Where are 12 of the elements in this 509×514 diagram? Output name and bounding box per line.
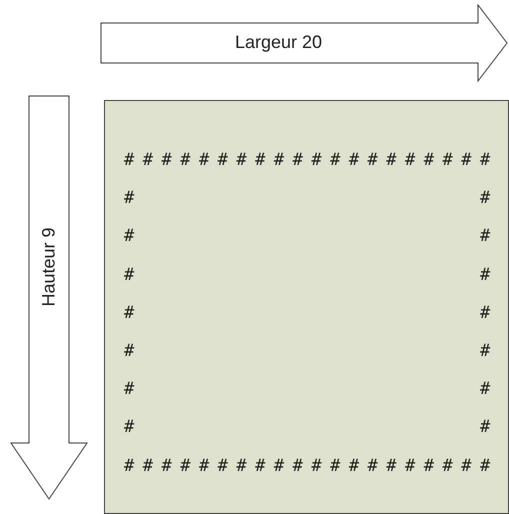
panel: [104, 100, 509, 514]
hash-row-text: # #: [124, 378, 499, 402]
dimension-label: Largeur 20: [235, 32, 322, 53]
hash-row-text: # #: [124, 340, 499, 364]
hash-row-text: # #: [124, 302, 499, 325]
hash-row-text: # #: [124, 264, 499, 287]
hash-row-text: ####################: [124, 149, 499, 172]
hash-row-text: # #: [124, 225, 499, 248]
hash-row-text: # #: [124, 416, 499, 440]
dimension-label: Hauteur 9: [38, 227, 60, 307]
hash-row-text: ####################: [124, 454, 499, 478]
hash-row-text: # #: [124, 187, 499, 210]
